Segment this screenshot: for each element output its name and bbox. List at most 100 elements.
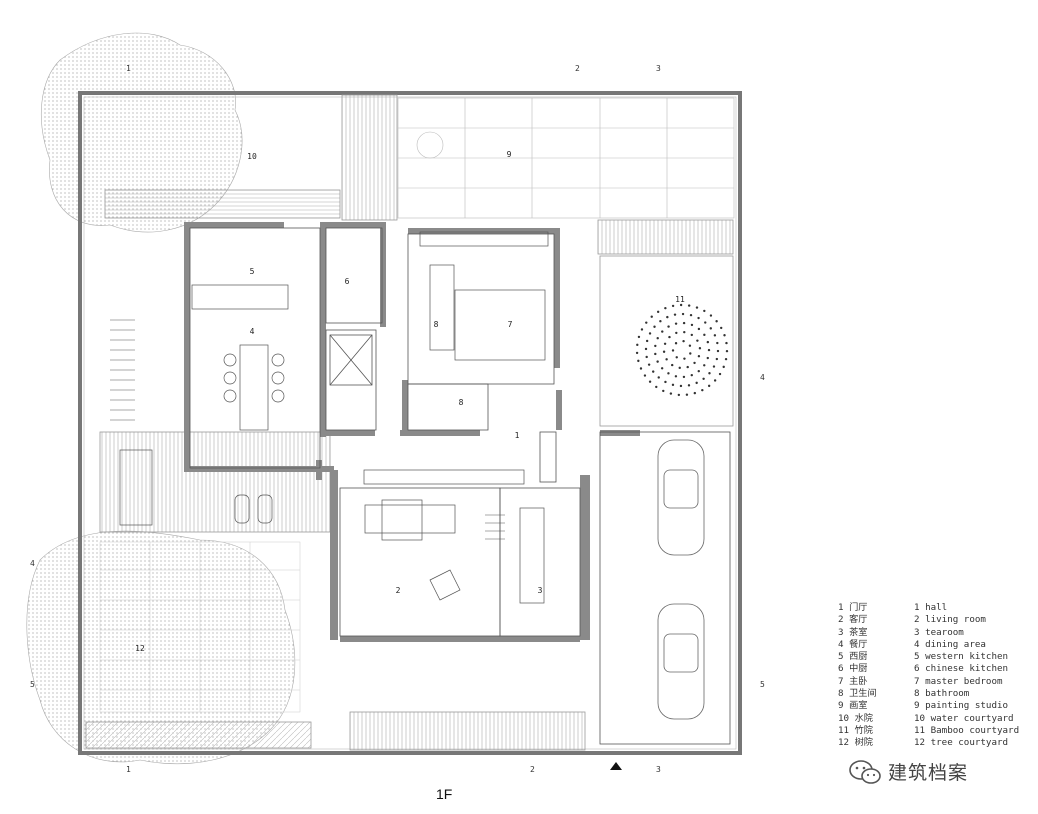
legend-en: 8 bathroom	[914, 688, 970, 700]
bamboo-dot	[674, 322, 678, 325]
legend-en: 11 Bamboo courtyard	[914, 724, 1020, 736]
bamboo-dot	[697, 369, 700, 373]
room-number-bamboo-courtyard: 11	[675, 295, 685, 304]
bamboo-dot	[655, 385, 658, 389]
bamboo-dot	[703, 309, 706, 313]
room-number-dining: 4	[249, 327, 255, 336]
bamboo-dot	[645, 355, 648, 359]
axis-bottom-1: 1	[126, 765, 131, 774]
bamboo-dot	[662, 350, 666, 353]
bamboo-dot	[666, 315, 669, 319]
room-outlines	[189, 227, 731, 745]
painting-studio-paving	[397, 97, 735, 219]
bamboo-dot	[635, 351, 639, 355]
bamboo-dot	[644, 347, 648, 351]
bamboo-dot	[647, 363, 651, 366]
brand-name: 建筑档案	[888, 762, 969, 784]
legend-zh: 3 茶室	[838, 626, 868, 638]
bamboo-dot	[688, 344, 692, 347]
bamboo-dot	[707, 384, 711, 388]
deck-right	[597, 219, 734, 255]
bamboo-dot	[656, 337, 659, 340]
legend-zh: 8 卫生间	[838, 688, 877, 700]
bamboo-dot	[671, 304, 675, 308]
bamboo-dot	[713, 379, 717, 382]
site-boundary-wall	[78, 91, 742, 755]
bamboo-dot	[682, 375, 686, 379]
room-number-western-kitchen: 5	[249, 267, 255, 276]
bamboo-dot	[645, 339, 649, 343]
legend-en: 12 tree courtyard	[914, 737, 1009, 749]
bamboo-dot	[703, 364, 706, 367]
bamboo-dot	[683, 330, 686, 334]
bamboo-dot	[639, 367, 643, 370]
bamboo-dot	[640, 328, 644, 331]
bamboo-dot	[725, 341, 728, 345]
legend-en: 9 painting studio	[914, 700, 1009, 712]
bamboo-dot	[671, 349, 675, 352]
legend-zh: 11 竹院	[838, 724, 873, 736]
bamboo-dot	[673, 313, 677, 316]
legend-zh: 4 餐厅	[838, 638, 868, 650]
room-number-painting-studio: 9	[506, 150, 512, 159]
axis-top-2: 2	[575, 64, 580, 73]
bamboo-dot	[663, 342, 667, 346]
bamboo-dot	[696, 339, 699, 342]
axis-top-1: 1	[126, 64, 131, 73]
bamboo-dot	[671, 383, 675, 387]
bamboo-dot	[693, 391, 697, 395]
bamboo-dot	[723, 334, 726, 337]
bamboo-dot	[667, 372, 670, 375]
room-number-chinese-kitchen: 6	[344, 277, 350, 286]
bamboo-dot	[708, 372, 711, 375]
bamboo-dot	[712, 365, 716, 368]
bamboo-dot	[685, 393, 689, 396]
bamboo-dot	[690, 323, 694, 327]
bamboo-dot	[648, 332, 652, 335]
bamboo-dot	[665, 358, 668, 361]
axis-right-5: 5	[760, 680, 765, 689]
room-number-bathroom-a: 8	[433, 320, 439, 329]
bamboo-dot	[656, 310, 660, 314]
bamboo-dot	[697, 316, 700, 320]
legend-en: 5 western kitchen	[914, 651, 1009, 663]
axis-left-5: 5	[30, 680, 35, 689]
bamboo-dot	[720, 326, 723, 330]
bamboo-dot	[693, 361, 696, 365]
tree-courtyard-grid	[99, 541, 301, 713]
legend-zh: 1 门厅	[838, 602, 868, 613]
bamboo-dot	[636, 343, 639, 347]
bamboo-dot	[702, 377, 705, 380]
legend-zh: 10 水院	[838, 712, 873, 724]
legend-en: 7 master bedroom	[914, 675, 1003, 687]
bamboo-dot	[667, 325, 670, 328]
brand-watermark: 建筑档案	[848, 758, 968, 785]
bamboo-dots	[635, 303, 729, 397]
bamboo-dot	[674, 375, 678, 378]
axis-top-3: 3	[656, 64, 661, 73]
bamboo-dot	[677, 393, 681, 397]
bamboo-dot	[660, 367, 664, 370]
bamboo-dot	[662, 389, 665, 393]
bamboo-dot	[715, 320, 718, 323]
bamboo-dot	[706, 340, 710, 344]
entrance-arrow-icon	[610, 762, 622, 770]
bamboo-dot	[689, 352, 692, 355]
bamboo-dot	[679, 303, 683, 307]
bamboo-dot	[703, 333, 706, 337]
bamboo-dot	[724, 357, 728, 361]
bamboo-dot	[706, 356, 709, 360]
bamboo-dot	[671, 363, 674, 367]
bamboo-dot	[650, 315, 653, 318]
bamboo-dot	[637, 359, 640, 363]
bamboo-dot	[654, 352, 657, 356]
legend-en: 2 living room	[914, 614, 986, 626]
legend-row: 11 竹院 11 Bamboo courtyard	[838, 725, 1019, 737]
bamboo-dot	[637, 335, 641, 339]
legend-zh: 6 中厨	[838, 663, 868, 675]
